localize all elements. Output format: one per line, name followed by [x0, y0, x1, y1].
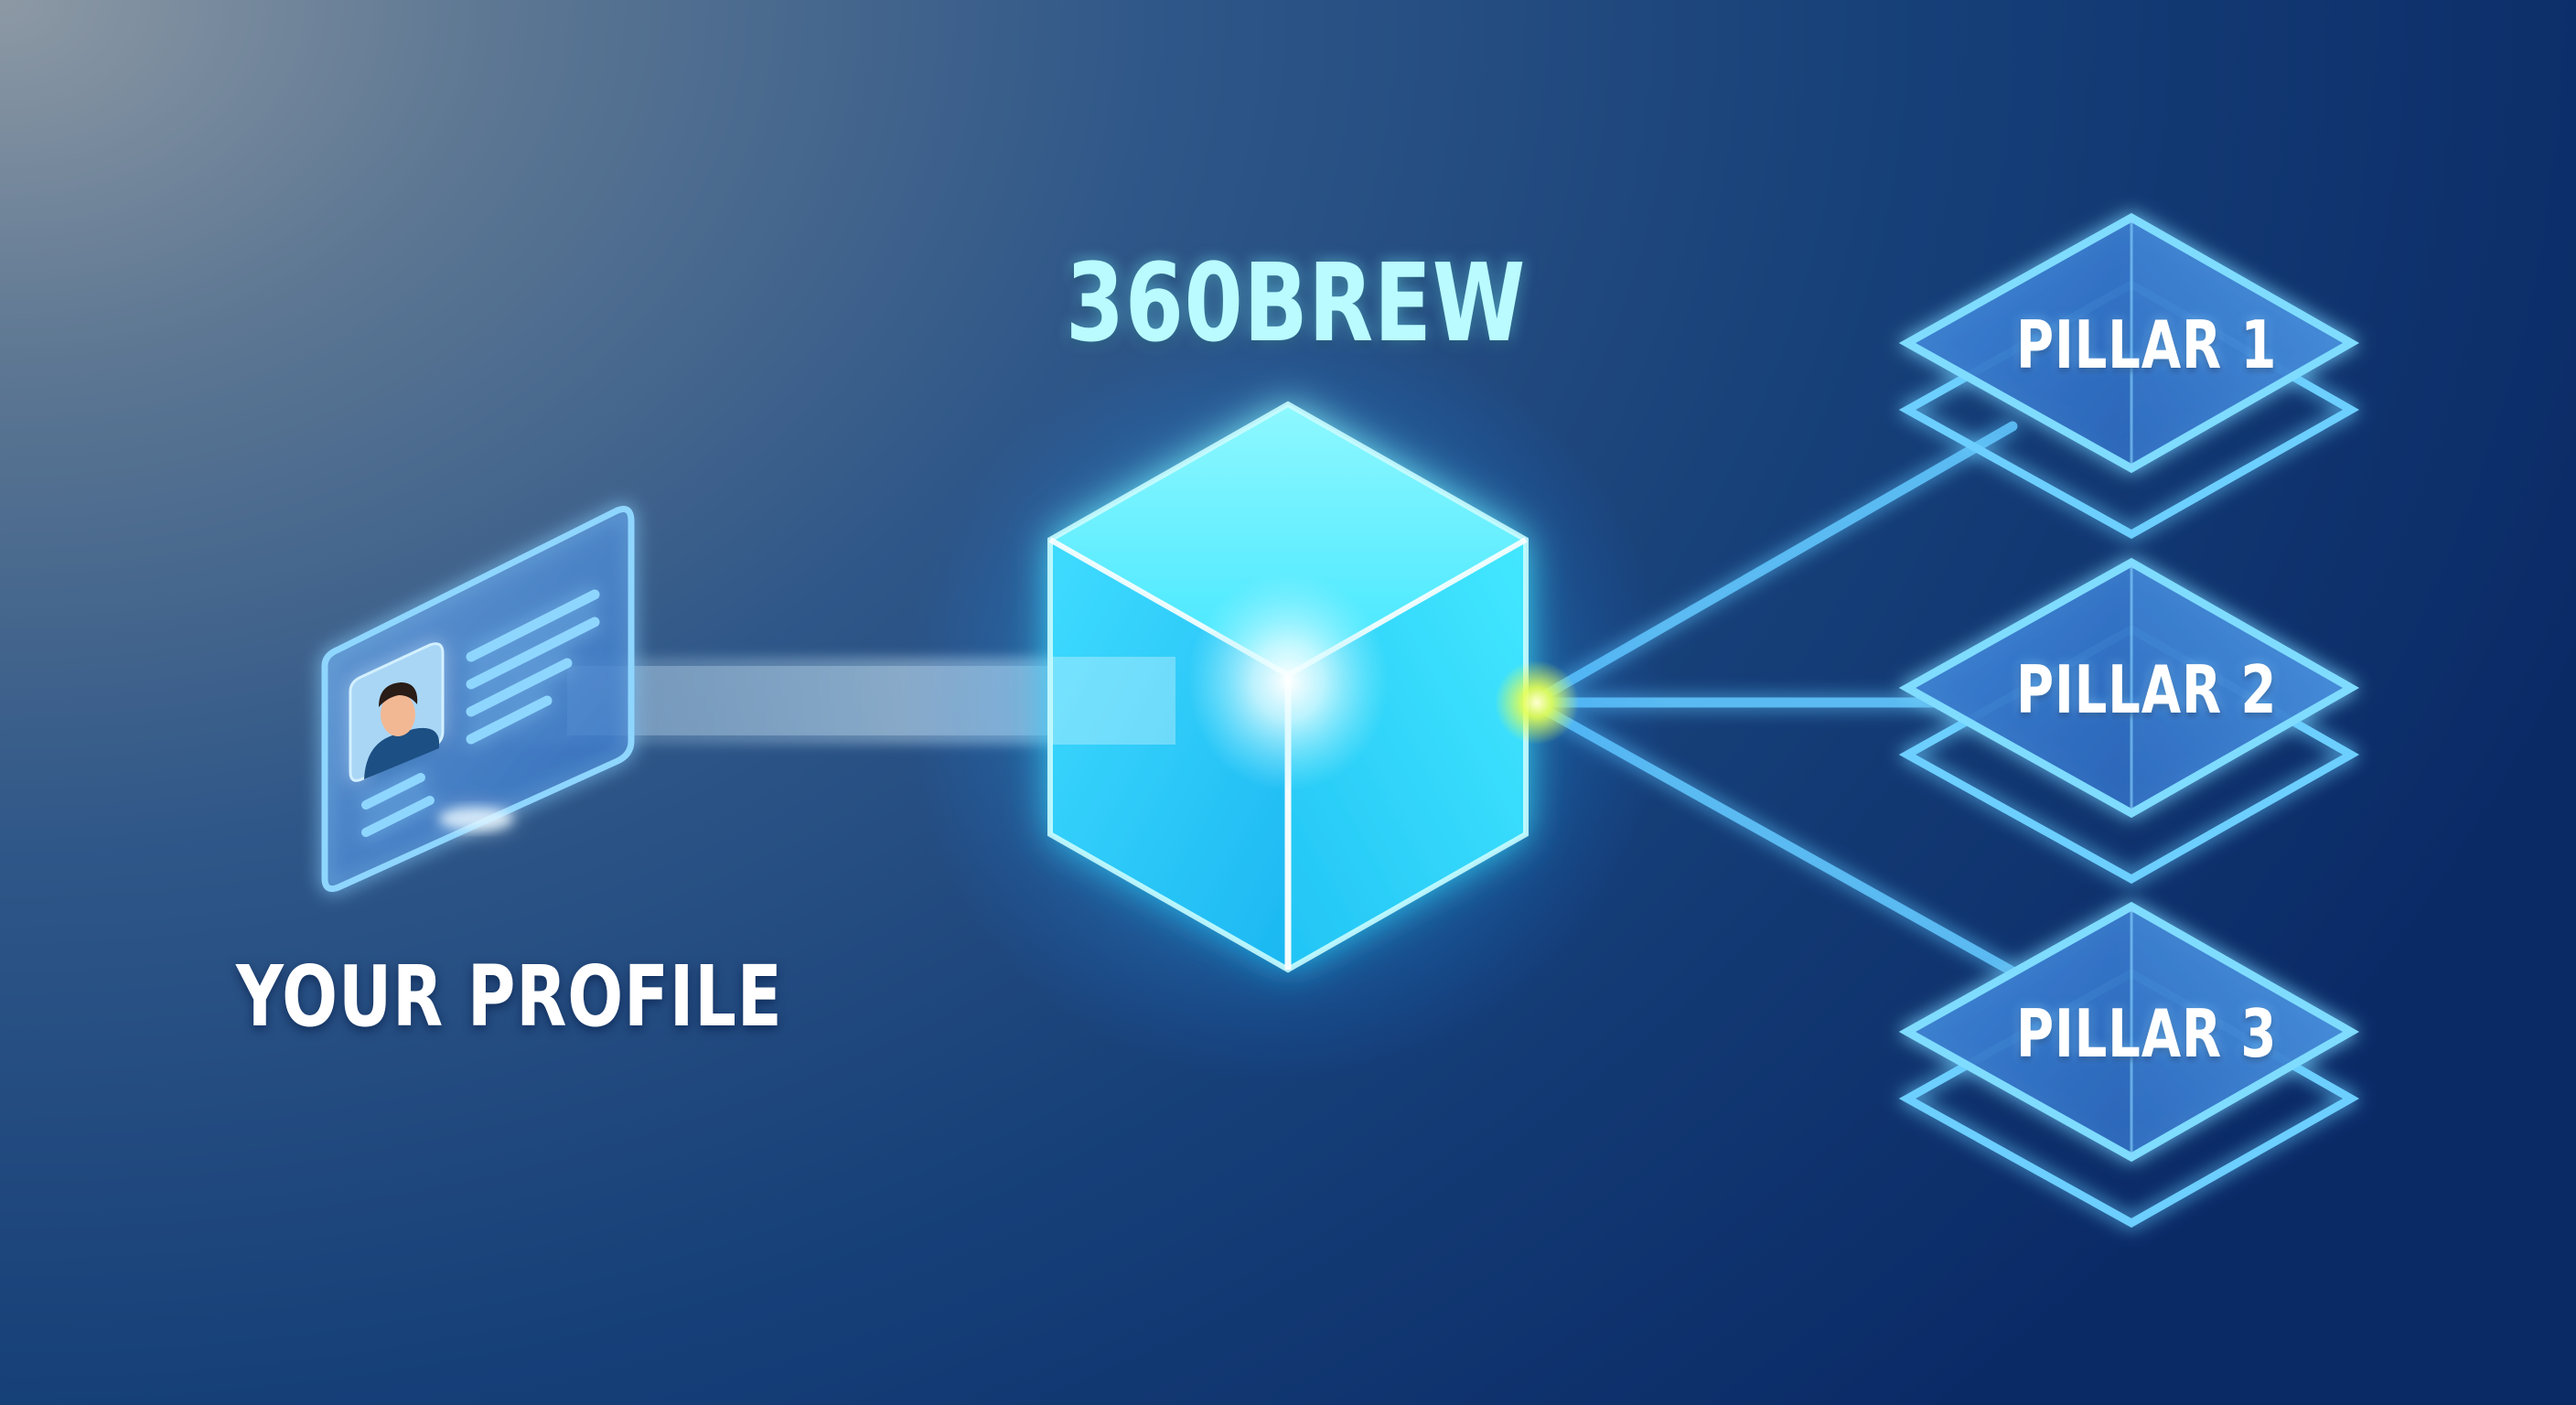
pillar-3-label: PILLAR 3 [2016, 995, 2278, 1072]
pillar-2-label: PILLAR 2 [2016, 651, 2278, 728]
profile-card-icon [321, 506, 635, 893]
pillar-1-icon [1898, 212, 2360, 540]
hub-title: 360BREW [1066, 240, 1527, 366]
pillar-2-icon [1898, 557, 2360, 885]
pillar-3-icon [1898, 901, 2360, 1228]
profile-label: YOUR PROFILE [236, 948, 783, 1046]
pillar-1-label: PILLAR 1 [2016, 306, 2278, 383]
glowing-cube-icon [901, 316, 1669, 1084]
